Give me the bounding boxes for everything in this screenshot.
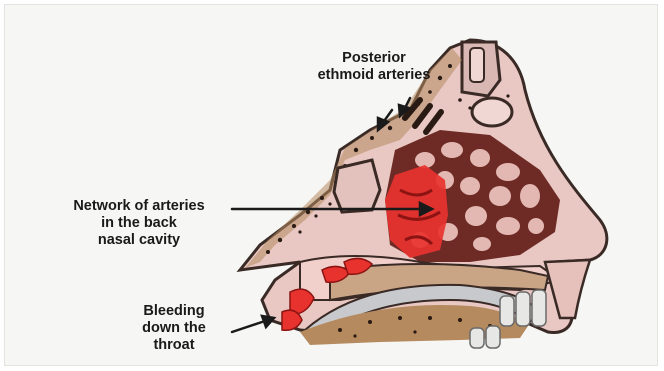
sinus-cavity <box>472 98 512 126</box>
label-bleeding-down-throat: Bleeding down the throat <box>124 303 224 354</box>
sphenoid-sinus <box>334 160 380 212</box>
label-posterior-ethmoid-arteries: Posterior ethmoid arteries <box>294 50 454 84</box>
label-network-of-arteries: Network of arteries in the back nasal ca… <box>54 198 224 249</box>
